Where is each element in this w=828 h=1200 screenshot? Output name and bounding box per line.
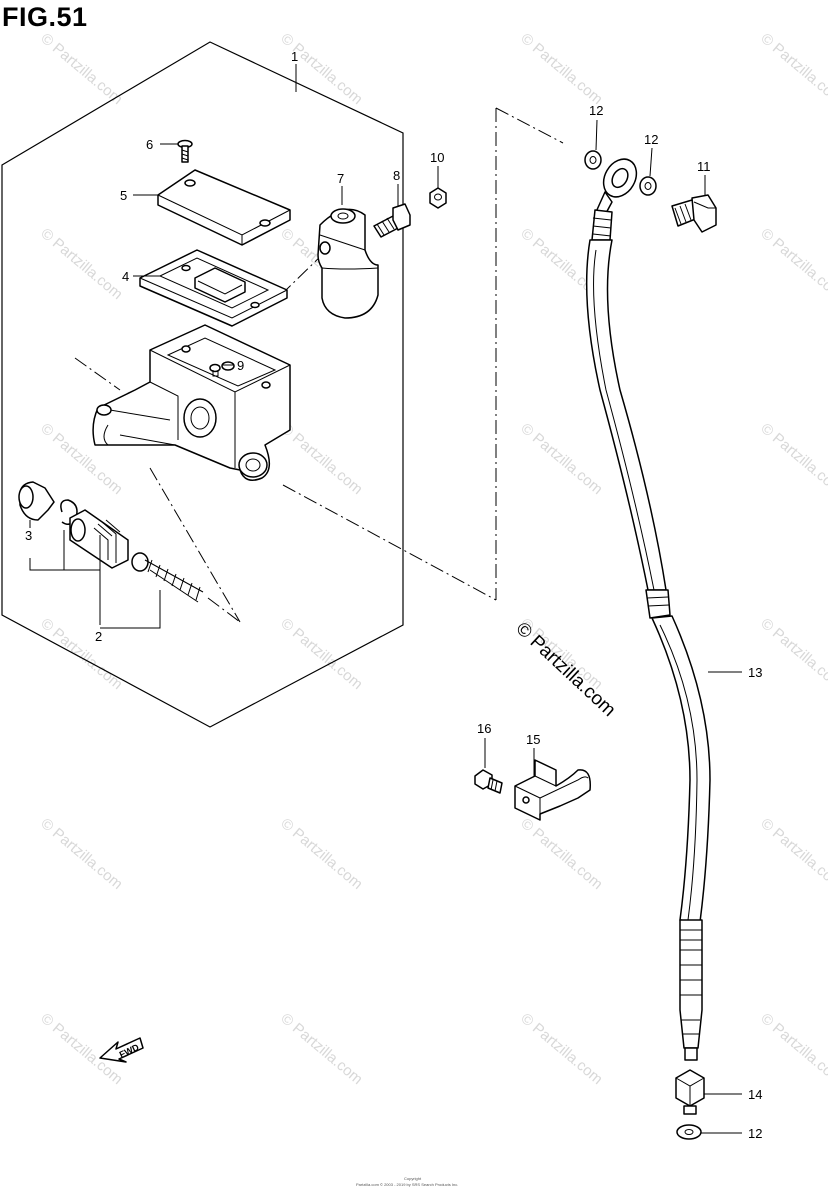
washer-part-12-bottom[interactable] <box>676 1124 702 1140</box>
piston-part-2[interactable] <box>69 509 204 603</box>
callout-9: 9 <box>237 358 244 373</box>
callout-3: 3 <box>25 528 32 543</box>
callout-8: 8 <box>393 168 400 183</box>
alignment-lines <box>74 107 564 623</box>
watermark-text: © Partzilla.com <box>757 615 828 693</box>
assembly-frame <box>1 41 404 728</box>
callout-2: 2 <box>95 629 102 644</box>
watermark-text: © Partzilla.com <box>37 30 125 108</box>
brake-hose-part-13[interactable] <box>585 153 711 1061</box>
watermark-text: © Partzilla.com <box>37 815 125 893</box>
clamp-bolt-part-8[interactable] <box>373 203 411 238</box>
callout-12-top: 12 <box>589 103 603 118</box>
callout-brackets <box>29 530 161 629</box>
callout-4: 4 <box>122 269 129 284</box>
watermark-text: © Partzilla.com <box>757 1010 828 1088</box>
watermark-text: © Partzilla.com <box>37 225 125 303</box>
callout-12-bottom: 12 <box>748 1126 762 1141</box>
brand-watermark: © Partzilla.com <box>512 618 620 721</box>
watermark-text: © Partzilla.com <box>757 420 828 498</box>
callout-16: 16 <box>477 721 491 736</box>
watermark-text: © Partzilla.com <box>277 615 365 693</box>
callout-labels: 1 2 3 4 5 6 7 8 9 10 11 12 12 12 13 14 1… <box>25 49 762 1141</box>
watermark-text: © Partzilla.com <box>277 815 365 893</box>
watermark-text: © Partzilla.com <box>517 815 605 893</box>
callout-7: 7 <box>337 171 344 186</box>
screw-part-9[interactable] <box>209 363 221 377</box>
bolt-part-16[interactable] <box>474 769 503 794</box>
callout-12-mid: 12 <box>644 132 658 147</box>
screw-part-6[interactable] <box>177 139 193 163</box>
watermark-text: © Partzilla.com <box>757 815 828 893</box>
watermark-text: © Partzilla.com <box>517 1010 605 1088</box>
watermark-layer: © Partzilla.com © Partzilla.com © Partzill… <box>37 30 828 1088</box>
watermark-text: © Partzilla.com <box>757 225 828 303</box>
watermark-text: © Partzilla.com <box>277 1010 365 1088</box>
callout-14: 14 <box>748 1087 762 1102</box>
watermark-text: © Partzilla.com <box>517 30 605 108</box>
callout-11: 11 <box>697 159 711 174</box>
reservoir-cap-part-5[interactable] <box>157 169 291 246</box>
watermark-text: © Partzilla.com <box>277 30 365 108</box>
copyright-line-2: Partzilla.com © 2003 - 2019 by SRS Searc… <box>356 1182 458 1187</box>
callout-13: 13 <box>748 665 762 680</box>
leader-lines <box>29 64 742 1134</box>
watermark-text: © Partzilla.com <box>517 420 605 498</box>
callout-6: 6 <box>146 137 153 152</box>
figure-title: FIG.51 <box>2 2 88 32</box>
diaphragm-part-4[interactable] <box>139 249 288 327</box>
fwd-arrow-icon: FWD <box>99 1037 144 1063</box>
bracket-part-15[interactable] <box>514 759 591 821</box>
master-cylinder-body[interactable] <box>92 324 291 481</box>
nut-part-10[interactable] <box>429 187 447 209</box>
boot-part-3[interactable] <box>18 481 55 521</box>
nut-part-14[interactable] <box>675 1069 705 1115</box>
callout-5: 5 <box>120 188 127 203</box>
callout-10: 10 <box>430 150 444 165</box>
banjo-bolt-part-11[interactable] <box>671 194 717 233</box>
copyright-line-1: Copyright <box>404 1176 422 1181</box>
washer-part-12-mid[interactable] <box>639 176 657 196</box>
callout-1: 1 <box>291 49 298 64</box>
callout-15: 15 <box>526 732 540 747</box>
washer-part-12-top[interactable] <box>584 150 602 170</box>
watermark-text: © Partzilla.com <box>37 615 125 693</box>
clamp-part-7[interactable] <box>317 208 379 319</box>
watermark-text: © Partzilla.com <box>277 420 365 498</box>
watermark-text: © Partzilla.com <box>757 30 828 108</box>
